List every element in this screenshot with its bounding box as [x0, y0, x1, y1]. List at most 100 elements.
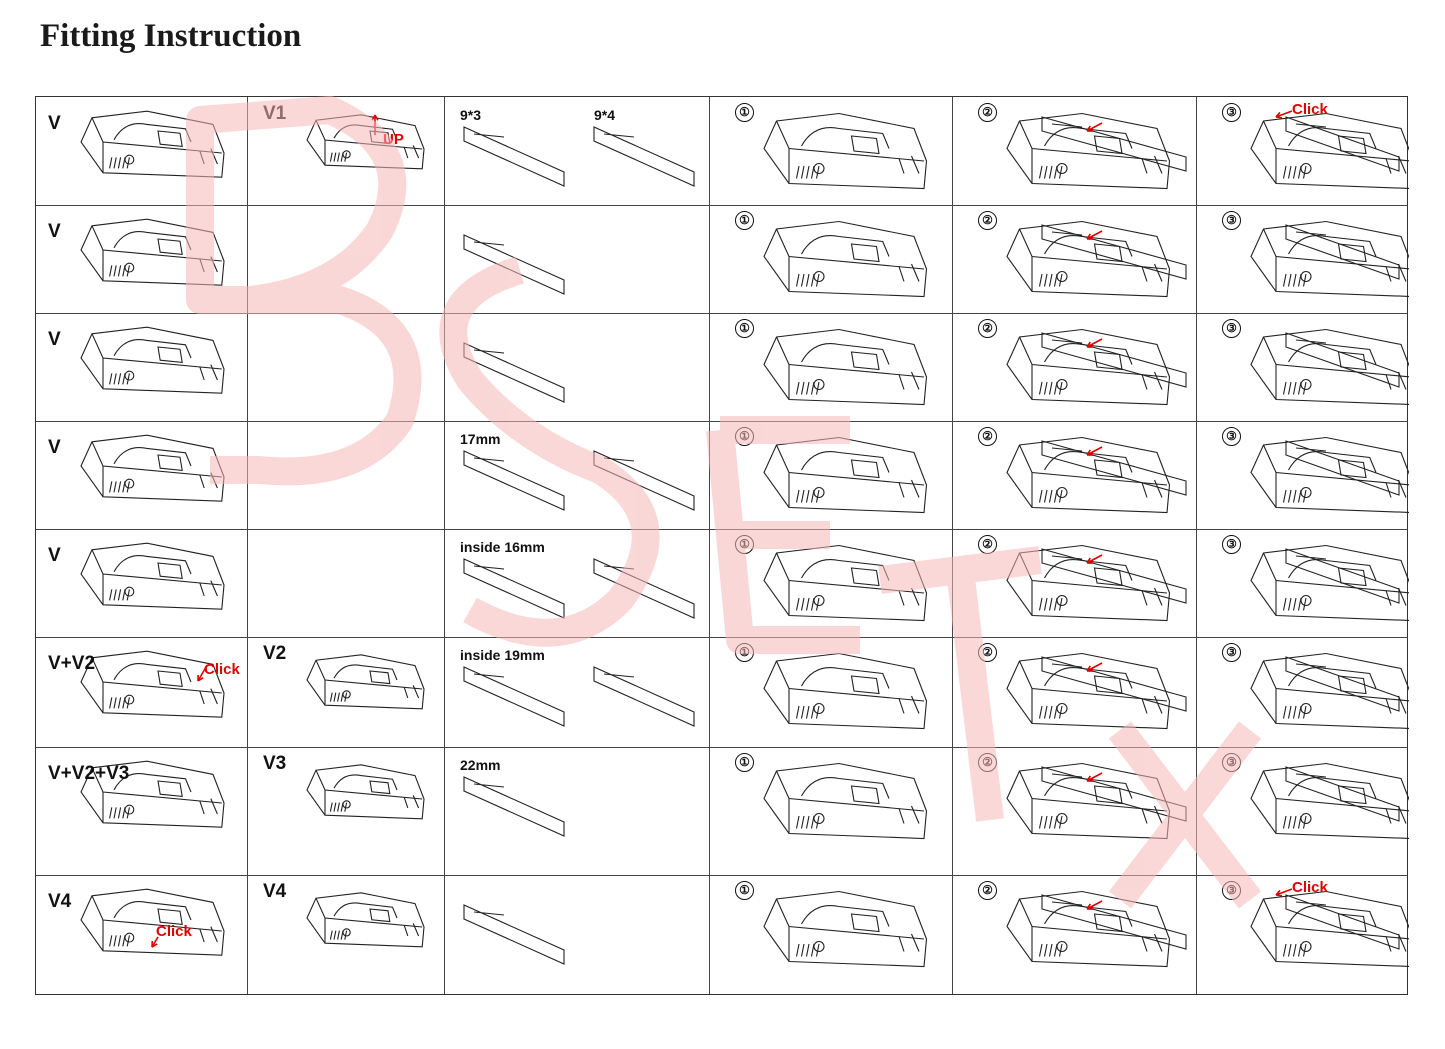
cell-r7-c4: ① [709, 747, 952, 875]
wiper-arm-drawing [463, 342, 565, 403]
column-divider [1196, 97, 1197, 994]
wiper-arm-drawing [1285, 440, 1400, 496]
wiper-adapter-drawing [306, 892, 425, 948]
red-arrow-icon [1275, 110, 1293, 119]
wiper-adapter-drawing [306, 654, 425, 710]
cell-r3-c4: ① [709, 313, 952, 421]
step-number-badge: ① [735, 881, 754, 900]
wiper-adapter-drawing [1250, 890, 1409, 967]
wiper-adapter-drawing [1250, 652, 1409, 729]
wiper-adapter-drawing [80, 760, 225, 828]
wiper-adapter-drawing [763, 652, 928, 730]
wiper-adapter-drawing [80, 434, 225, 502]
cell-r4-c4: ① [709, 421, 952, 529]
step-number-badge: ③ [1222, 753, 1241, 772]
step-number-badge: ③ [1222, 211, 1241, 230]
column-divider [247, 97, 248, 994]
arm-size-label: 9*3 [460, 107, 482, 123]
arm-size-label: 22mm [460, 757, 501, 773]
wiper-adapter-drawing [1006, 544, 1171, 622]
cell-r5-c2 [247, 529, 444, 637]
cell-r8-c4: ① [709, 875, 952, 996]
arm-size-label: inside 16mm [460, 539, 545, 555]
wiper-adapter-drawing [1006, 890, 1171, 968]
step-number-badge: ② [978, 319, 997, 338]
step-number-badge: ① [735, 319, 754, 338]
step-number-badge: ② [978, 535, 997, 554]
row-divider [36, 747, 1407, 748]
wiper-adapter-drawing [80, 218, 225, 286]
wiper-adapter-drawing [1250, 762, 1409, 839]
cell-r8-c3 [444, 875, 709, 996]
wiper-adapter-drawing [1006, 436, 1171, 514]
cell-r1-c1: V [36, 97, 247, 205]
wiper-adapter-drawing [80, 110, 225, 178]
wiper-arm-drawing [1041, 894, 1187, 950]
cell-r7-c5: ② [952, 747, 1196, 875]
step-number-badge: ③ [1222, 103, 1241, 122]
step-number-badge: ② [978, 643, 997, 662]
red-arrow-icon [151, 936, 159, 948]
cell-r7-c3: 22mm [444, 747, 709, 875]
wiper-arm-drawing [1041, 332, 1187, 388]
click-note: Click [204, 661, 240, 678]
page-title: Fitting Instruction [40, 18, 302, 54]
step-number-badge: ② [978, 103, 997, 122]
wiper-arm-drawing [1041, 656, 1187, 712]
step-number-badge: ① [735, 427, 754, 446]
cell-r3-c5: ② [952, 313, 1196, 421]
cell-r5-c3: inside 16mm [444, 529, 709, 637]
wiper-arm-drawing [463, 776, 565, 837]
wiper-arm-drawing [1041, 766, 1187, 822]
red-arrow-icon [1086, 122, 1103, 132]
wiper-adapter-drawing [80, 650, 225, 718]
cell-r7-c6: ③ [1196, 747, 1409, 875]
cell-r6-c6: ③ [1196, 637, 1409, 747]
cell-r8-c5: ② [952, 875, 1196, 996]
step-number-badge: ③ [1222, 643, 1241, 662]
wiper-arm-drawing [593, 450, 695, 511]
wiper-arm-drawing [463, 558, 565, 619]
cell-r5-c4: ① [709, 529, 952, 637]
step-number-badge: ① [735, 753, 754, 772]
cell-r6-c2: V2 [247, 637, 444, 747]
adapter-label: V1 [263, 103, 287, 124]
wiper-adapter-drawing [80, 326, 225, 394]
step-number-badge: ③ [1222, 881, 1241, 900]
cell-r7-c2: V3 [247, 747, 444, 875]
wiper-arm-drawing [1285, 656, 1400, 712]
cell-r4-c6: ③ [1196, 421, 1409, 529]
cell-r6-c5: ② [952, 637, 1196, 747]
step-number-badge: ① [735, 103, 754, 122]
red-arrow-icon [1086, 554, 1103, 564]
adapter-label: V4 [48, 891, 72, 912]
cell-r4-c5: ② [952, 421, 1196, 529]
cell-r5-c1: V [36, 529, 247, 637]
wiper-arm-drawing [1041, 224, 1187, 280]
wiper-arm-drawing [1041, 548, 1187, 604]
wiper-arm-drawing [593, 558, 695, 619]
cell-r4-c3: 17mm [444, 421, 709, 529]
adapter-label: V4 [263, 881, 287, 902]
cell-r4-c2 [247, 421, 444, 529]
red-arrow-icon [1086, 900, 1103, 910]
cell-r4-c1: V [36, 421, 247, 529]
red-arrow-icon [1275, 888, 1293, 897]
cell-r3-c6: ③ [1196, 313, 1409, 421]
wiper-adapter-drawing [763, 112, 928, 190]
adapter-label: V [48, 329, 61, 350]
arm-size-label: 9*4 [594, 107, 616, 123]
click-note: Click [156, 923, 192, 940]
step-number-badge: ① [735, 535, 754, 554]
cell-r2-c5: ② [952, 205, 1196, 313]
cell-r2-c2 [247, 205, 444, 313]
step-number-badge: ③ [1222, 319, 1241, 338]
wiper-arm-drawing [1285, 894, 1400, 950]
step-number-badge: ③ [1222, 427, 1241, 446]
click-note: Click [1292, 101, 1328, 118]
wiper-arm-drawing [463, 904, 565, 965]
adapter-label: V+V2+V3 [48, 763, 130, 784]
